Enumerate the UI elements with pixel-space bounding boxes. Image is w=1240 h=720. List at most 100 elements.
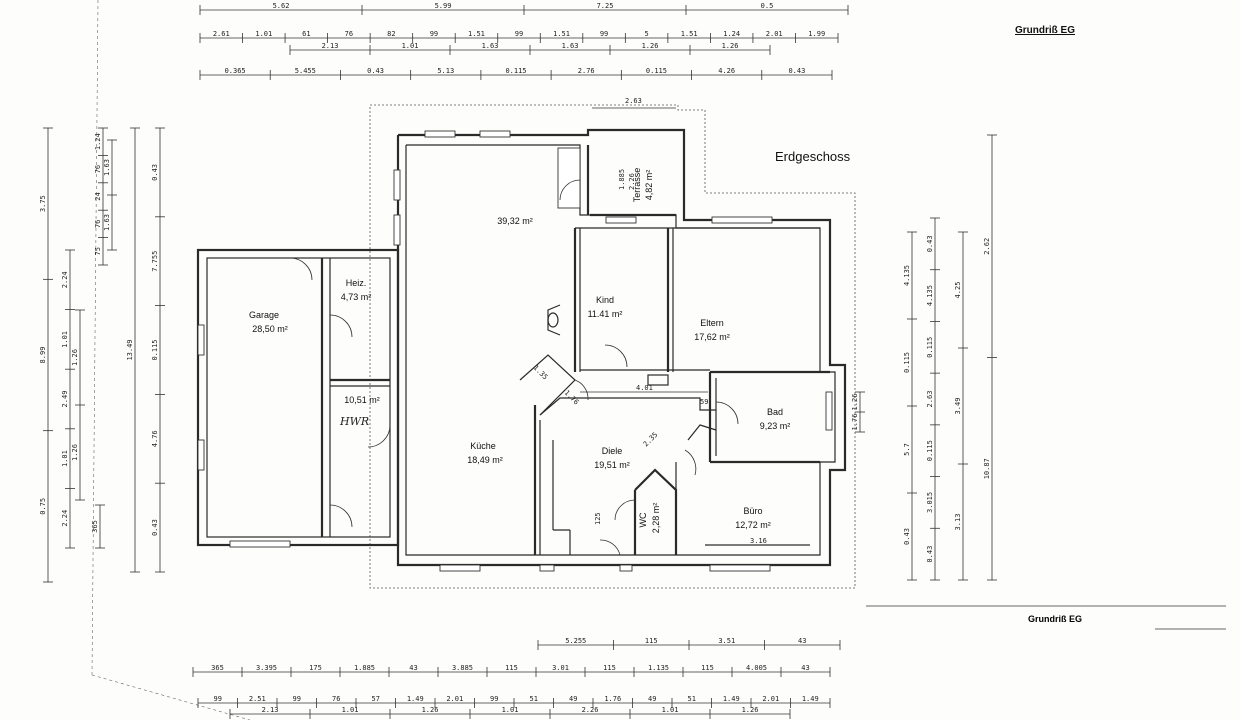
bottom-dim-row0-label: 43 <box>798 637 806 645</box>
top-dim-row2-label: 4.26 <box>718 67 735 75</box>
right-dim-col2-label: 0.43 <box>926 235 934 252</box>
buero-name: Büro <box>743 506 762 516</box>
left-dim-outer-label: 0.75 <box>39 498 47 515</box>
right-dim-col3-label: 3.13 <box>954 514 962 531</box>
top-dim-row1-label: 1.99 <box>808 30 825 38</box>
window <box>439 564 481 572</box>
bottom-dim-row1-label: 365 <box>211 664 224 672</box>
bottom-dim-row2-label: 99 <box>490 695 498 703</box>
right-dim-col3-label: 3.49 <box>954 398 962 415</box>
top-dim-row0-label: 5.99 <box>435 2 452 10</box>
bottom-dim-row2b-label: 1.01 <box>502 706 519 714</box>
terrace-name: Terrasse <box>632 168 642 203</box>
top-dim-row1b-label: 1.26 <box>722 42 739 50</box>
window <box>197 324 205 356</box>
eltern-name: Eltern <box>700 318 724 328</box>
left-dim-col3b-label: 1.63 <box>103 214 111 231</box>
eltern-area: 17,62 m² <box>694 332 730 342</box>
bottom-dim-row2b-label: 1.01 <box>342 706 359 714</box>
bottom-dim-row1-label: 115 <box>701 664 714 672</box>
top-dim-row1-label: 2.01 <box>766 30 783 38</box>
door-swing <box>559 179 581 201</box>
right-dim-col1-label: 0.43 <box>903 528 911 545</box>
bottom-dim-row2b-label: 2.13 <box>262 706 279 714</box>
bottom-dim-row2b-label: 1.26 <box>422 706 439 714</box>
bottom-dim-row2-label: 1.49 <box>407 695 424 703</box>
dim-text: 2.35 <box>642 431 660 449</box>
door-swing <box>329 504 353 528</box>
footer-title: Grundriß EG <box>1028 614 1082 624</box>
left-dim-col3-label: 76 <box>94 220 102 228</box>
dim-text: 4.01 <box>636 384 653 392</box>
kueche-area: 18,49 m² <box>467 455 503 465</box>
right-dim-col2-label: 0.43 <box>926 546 934 563</box>
diele-name: Diele <box>602 446 623 456</box>
bottom-dim-row2-label: 99 <box>214 695 222 703</box>
top-dim-row1-label: 1.01 <box>255 30 272 38</box>
bottom-dim-row1-label: 1.885 <box>354 664 375 672</box>
top-dim-row2-label: 5.455 <box>295 67 316 75</box>
top-dim-row1-label: 99 <box>600 30 608 38</box>
left-dim-col4-label: 7.755 <box>151 251 159 272</box>
top-dim-row1-label: 1.51 <box>553 30 570 38</box>
left-dim-col2-label: 2.49 <box>61 391 69 408</box>
door-swing <box>614 499 636 521</box>
left-dim-col3-label: 24 <box>94 192 102 200</box>
right-dim-col1-label: 5.7 <box>903 443 911 456</box>
bottom-dim-row2-label: 49 <box>648 695 656 703</box>
door-swing <box>604 344 628 368</box>
window <box>424 130 456 138</box>
top-dim-row1-label: 1.24 <box>723 30 740 38</box>
right-dim-bad-label: 1.76 <box>851 414 859 431</box>
bottom-dim-row2-label: 1.76 <box>604 695 621 703</box>
diele-area: 19,51 m² <box>594 460 630 470</box>
bottom-dim-row2-label: 49 <box>569 695 577 703</box>
garage-area: 28,50 m² <box>252 324 288 334</box>
top-dim-row2-label: 0.43 <box>367 67 384 75</box>
top-dim-row1-label: 61 <box>302 30 310 38</box>
top-dim-row1-label: 1.51 <box>681 30 698 38</box>
top-dim-row1-label: 99 <box>515 30 523 38</box>
kueche-name: Küche <box>470 441 496 451</box>
right-dim-col1-label: 4.135 <box>903 265 911 286</box>
left-dim-col2-label: 2.24 <box>61 510 69 527</box>
bottom-dim-row0-label: 115 <box>645 637 658 645</box>
garage-name: Garage <box>249 310 279 320</box>
bottom-dim-row2-label: 57 <box>372 695 380 703</box>
bottom-dim-row1-label: 43 <box>409 664 417 672</box>
window <box>197 439 205 471</box>
windows <box>197 130 833 572</box>
dim-text: 1.885 <box>618 169 626 190</box>
floor-subtitle: Erdgeschoss <box>775 149 851 164</box>
top-dim-row1-label: 99 <box>430 30 438 38</box>
top-dim-row0-label: 5.62 <box>273 2 290 10</box>
left-dim-col4-label: 0.43 <box>151 519 159 536</box>
window <box>479 130 511 138</box>
left-dim-col2-label: 2.24 <box>61 271 69 288</box>
window <box>557 147 581 209</box>
top-dim-row1b-label: 1.26 <box>642 42 659 50</box>
top-dim-row1-label: 1.51 <box>468 30 485 38</box>
right-dim-col1-label: 0.115 <box>903 352 911 373</box>
bottom-dim-row2-label: 1.49 <box>802 695 819 703</box>
right-dim-col3-label: 4.25 <box>954 282 962 299</box>
bottom-dim-row1-label: 1.135 <box>648 664 669 672</box>
left-dim-outer-label: 3.75 <box>39 195 47 212</box>
door-swing <box>289 257 313 281</box>
bottom-dim-row1-label: 43 <box>801 664 809 672</box>
top-dim-row2-label: 0.43 <box>788 67 805 75</box>
left-dim-misc-label: 365 <box>91 520 99 533</box>
right-dim-col2-label: 0.115 <box>926 440 934 461</box>
left-dim-col4-label: 0.115 <box>151 339 159 360</box>
bottom-dim-row1-label: 3.885 <box>452 664 473 672</box>
door-swing <box>574 379 589 401</box>
terrace-area: 4,82 m² <box>644 170 654 201</box>
wc-area: 2,28 m² <box>651 503 661 534</box>
left-dim-col2-label: 1.01 <box>61 331 69 348</box>
property-line-bottom <box>91 674 251 720</box>
dim-text: 59 <box>700 398 708 406</box>
top-dim-row1b-label: 2.13 <box>322 42 339 50</box>
bottom-dim-row2-label: 2.01 <box>762 695 779 703</box>
bad-name: Bad <box>767 407 783 417</box>
